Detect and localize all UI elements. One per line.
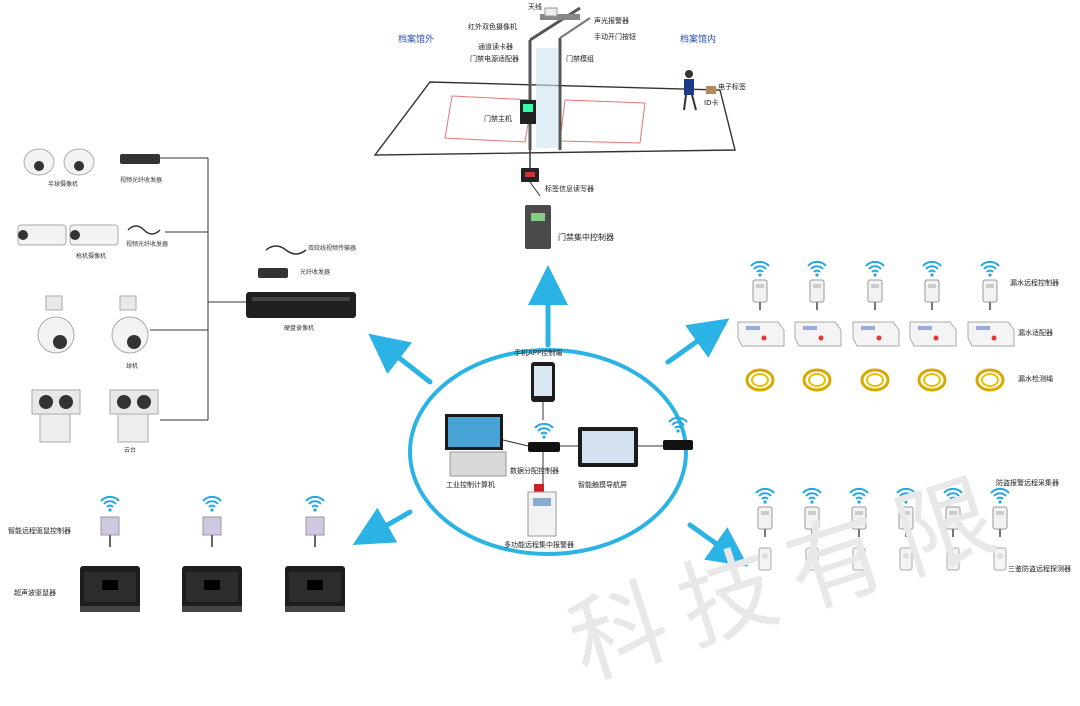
leak-sensors: [737, 262, 1015, 392]
central-ring: [408, 348, 688, 556]
computer-label: 工业控制计算机: [446, 481, 495, 489]
phone-label: 手机APP控制端: [514, 349, 563, 357]
leak-controller-label: 漏水远程控制器: [1010, 279, 1059, 287]
detector-label: 三鉴防盗远程探测器: [1008, 565, 1071, 573]
leak-adapter-label: 漏水适配器: [1018, 329, 1053, 337]
door-access-scene: [373, 6, 736, 249]
infrared-camera-label: 红外双色摄像机: [468, 23, 517, 31]
bullet-label: 枪机摄像机: [76, 253, 107, 260]
dvr-label: 视频光纤收发器: [120, 177, 163, 184]
door-host-label: 门禁主机: [484, 115, 512, 123]
collector-label: 防盗报警远程采集器: [996, 479, 1059, 487]
rodent-controller-label: 智能远程驱鼠控制器: [8, 527, 71, 535]
system-diagram: 科技有限 档案馆外 档案馆内 天线 红外双色摄像机 通道读卡器 门禁电源适配器 …: [8, 3, 1071, 702]
hub-devices: [445, 362, 693, 537]
rodent-devices: [80, 497, 345, 612]
dome-label: 半球摄像机: [48, 181, 79, 188]
fiber-label: 光纤收发器: [300, 269, 331, 276]
id-card-label: ID卡: [704, 99, 719, 107]
direction-arrows: [352, 265, 749, 567]
speed-label: 球机: [126, 363, 139, 370]
bullet-cable-label: 视频光纤收发器: [126, 241, 169, 248]
tag-writer-label: 标签信息读写器: [545, 185, 594, 193]
door-module-label: 门禁模组: [566, 55, 594, 63]
manual-button-label: 手动开门按钮: [594, 33, 636, 41]
channel-reader-label: 通道读卡器: [478, 43, 513, 51]
power-adapter-label: 门禁电源适配器: [470, 55, 519, 63]
left-devices: [17, 148, 356, 443]
alarm-host-label: 多功能远程集中报警器: [504, 541, 574, 549]
rodent-device-label: 超声波驱鼠器: [14, 589, 56, 597]
antenna-label: 天线: [528, 3, 542, 11]
inside-label: 档案馆内: [680, 35, 717, 45]
outside-label: 档案馆外: [398, 35, 435, 45]
door-controller-label: 门禁集中控制器: [558, 233, 614, 242]
router-label: 数据分配控制器: [510, 467, 559, 475]
nvr-label: 硬盘录像机: [284, 325, 315, 332]
touch-label: 智能触摸导航屏: [578, 481, 627, 489]
tag-label: 电子标签: [718, 83, 746, 91]
alarm-label: 声光报警器: [594, 17, 629, 25]
cable-label: 双绞线视频传输器: [308, 245, 357, 252]
thermal-label: 云台: [124, 447, 137, 454]
leak-rope-label: 漏水检测绳: [1018, 375, 1053, 383]
